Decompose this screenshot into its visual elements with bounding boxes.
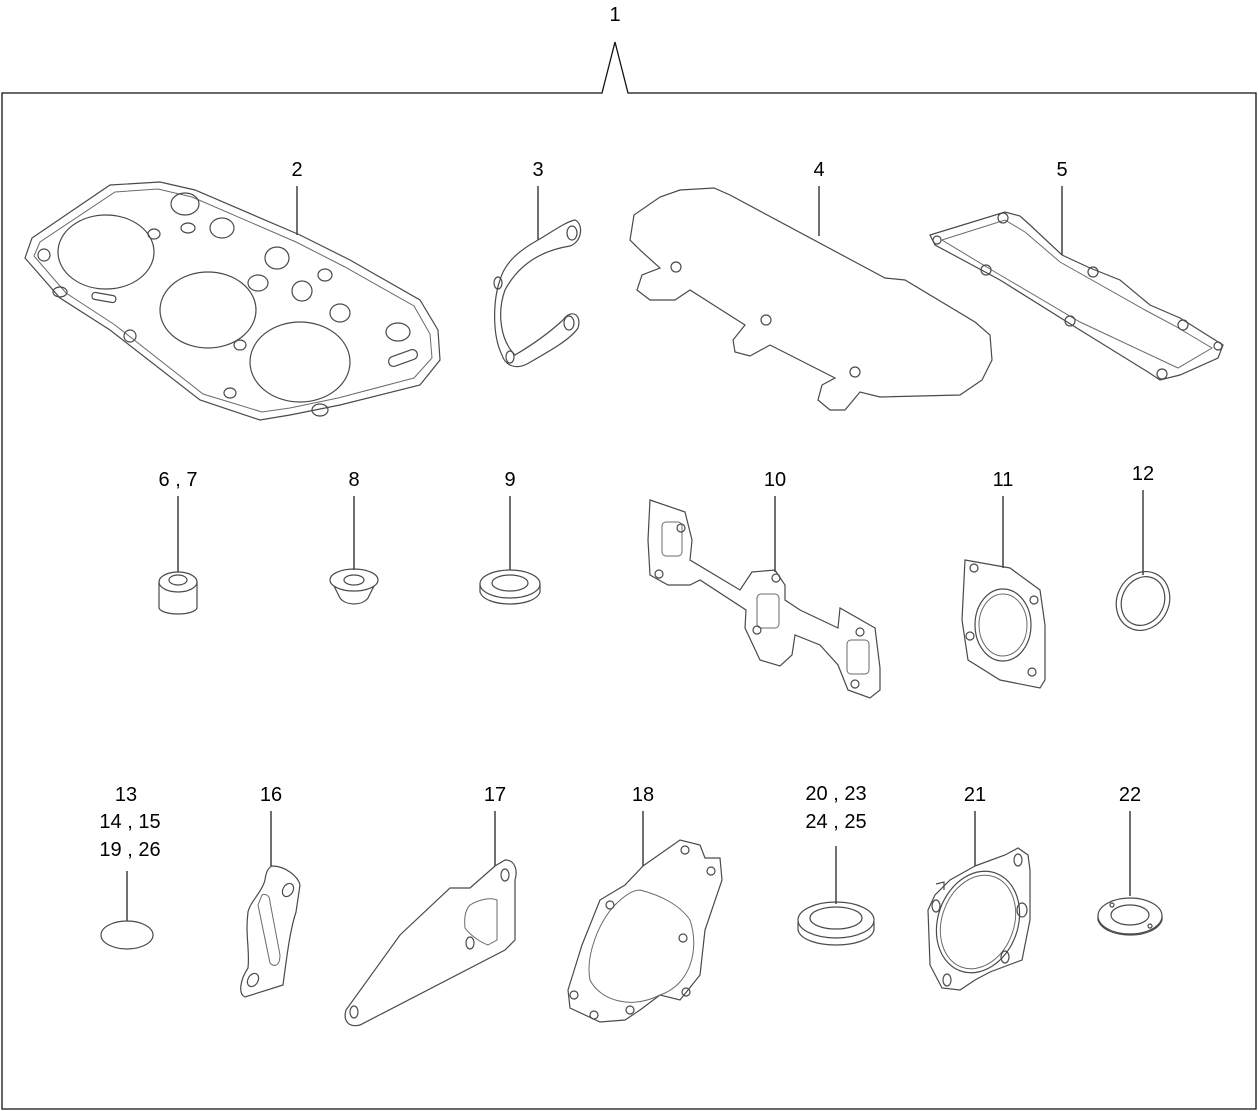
callout-2: 2 [291, 159, 302, 181]
assembly-frame [1, 41, 1257, 1110]
callout-9: 9 [504, 469, 515, 491]
callout-13-line2: 14 , 15 [99, 811, 160, 833]
callout-3: 3 [532, 159, 543, 181]
part-2-head-gasket: 2 [24, 159, 441, 421]
callout-5: 5 [1056, 159, 1067, 181]
part-4-valve-cover-gasket: 4 [629, 159, 993, 411]
part-20-sealing-washer: 20 , 23 24 , 25 [797, 783, 875, 946]
callout-4: 4 [813, 159, 824, 181]
callout-13-line1: 13 [115, 784, 137, 806]
callout-22: 22 [1119, 784, 1141, 806]
part-11-square-flange-gasket: 11 [961, 469, 1046, 689]
callout-6-7: 6 , 7 [159, 469, 198, 491]
part-8-grommet: 8 [329, 469, 379, 605]
callout-16: 16 [260, 784, 282, 806]
part-5-manifold-gasket: 5 [929, 159, 1224, 381]
part-12-o-ring: 12 [1115, 463, 1171, 631]
callout-17: 17 [484, 784, 506, 806]
callout-20-line1: 20 , 23 [805, 783, 866, 805]
part-22-thin-washer: 22 [1097, 784, 1163, 936]
part-18-water-pump-gasket: 18 [567, 784, 723, 1023]
callout-8: 8 [348, 469, 359, 491]
callout-11: 11 [993, 469, 1014, 491]
part-13-flat-disc: 13 14 , 15 19 , 26 [99, 784, 161, 950]
part-21-round-flange-gasket: 21 [927, 784, 1031, 991]
part-9-washer-ring: 9 [479, 469, 541, 605]
part-10-exhaust-manifold-gasket: 10 [647, 469, 881, 699]
part-3-horseshoe-gasket: 3 [493, 159, 582, 368]
part-17-triangular-gasket: 17 [344, 784, 517, 1027]
callout-1: 1 [609, 4, 620, 26]
part-16-bracket-gasket: 16 [240, 784, 301, 998]
callout-18: 18 [632, 784, 654, 806]
callout-12: 12 [1132, 463, 1154, 485]
part-6-7-valve-stem-seal: 6 , 7 [158, 469, 198, 615]
callout-13-line3: 19 , 26 [99, 839, 160, 861]
callout-21: 21 [964, 784, 986, 806]
callout-10: 10 [764, 469, 786, 491]
callout-20-line2: 24 , 25 [805, 811, 866, 833]
